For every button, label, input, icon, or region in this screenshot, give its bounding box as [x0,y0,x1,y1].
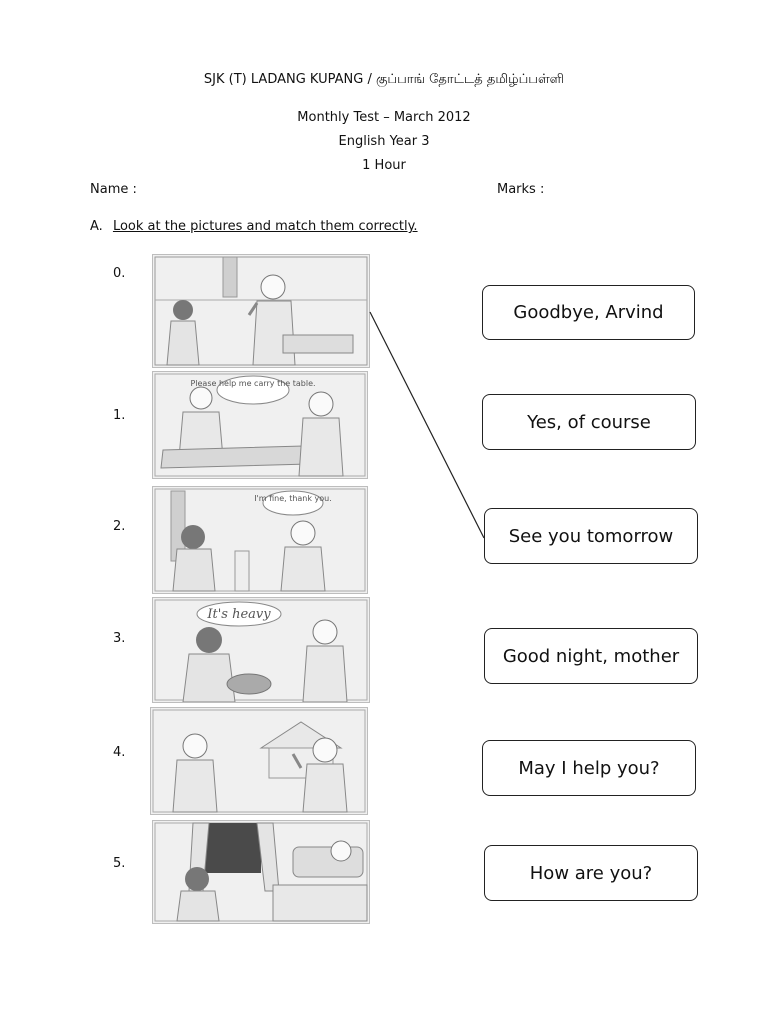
picture-1: Please help me carry the table. [152,371,368,479]
school-title: SJK (T) LADANG KUPANG / குப்பாங் தோட்டத்… [203,72,565,87]
choice-yes-of-course[interactable]: Yes, of course [482,394,696,450]
section-letter: A. [90,219,103,234]
choice-goodbye-arvind[interactable]: Goodbye, Arvind [482,285,695,340]
question-number: 5. [113,856,126,871]
section-instruction: A. Look at the pictures and match them c… [90,219,418,234]
picture-4 [150,707,368,815]
picture-3: It's heavy [152,597,370,703]
speech-bubble-3: It's heavy [206,607,271,622]
picture-5 [152,820,370,924]
test-title: Monthly Test – March 2012 [297,110,471,125]
choice-good-night-mother[interactable]: Good night, mother [484,628,698,684]
choice-may-i-help-you[interactable]: May I help you? [482,740,696,796]
subject-title: English Year 3 [338,134,430,149]
speech-bubble-1: Please help me carry the table. [190,379,315,388]
choice-see-you-tomorrow[interactable]: See you tomorrow [484,508,698,564]
marks-label: Marks : [497,182,545,197]
question-number: 4. [113,745,126,760]
question-number: 0. [113,266,126,281]
speech-bubble-2: I'm fine, thank you. [254,494,332,503]
question-number: 2. [113,519,126,534]
picture-0 [152,254,370,368]
question-number: 1. [113,408,126,423]
name-label: Name : [90,182,137,197]
instruction-text: Look at the pictures and match them corr… [112,219,418,234]
picture-2: I'm fine, thank you. [152,486,368,594]
duration: 1 Hour [362,158,406,173]
question-number: 3. [113,631,126,646]
choice-how-are-you[interactable]: How are you? [484,845,698,901]
